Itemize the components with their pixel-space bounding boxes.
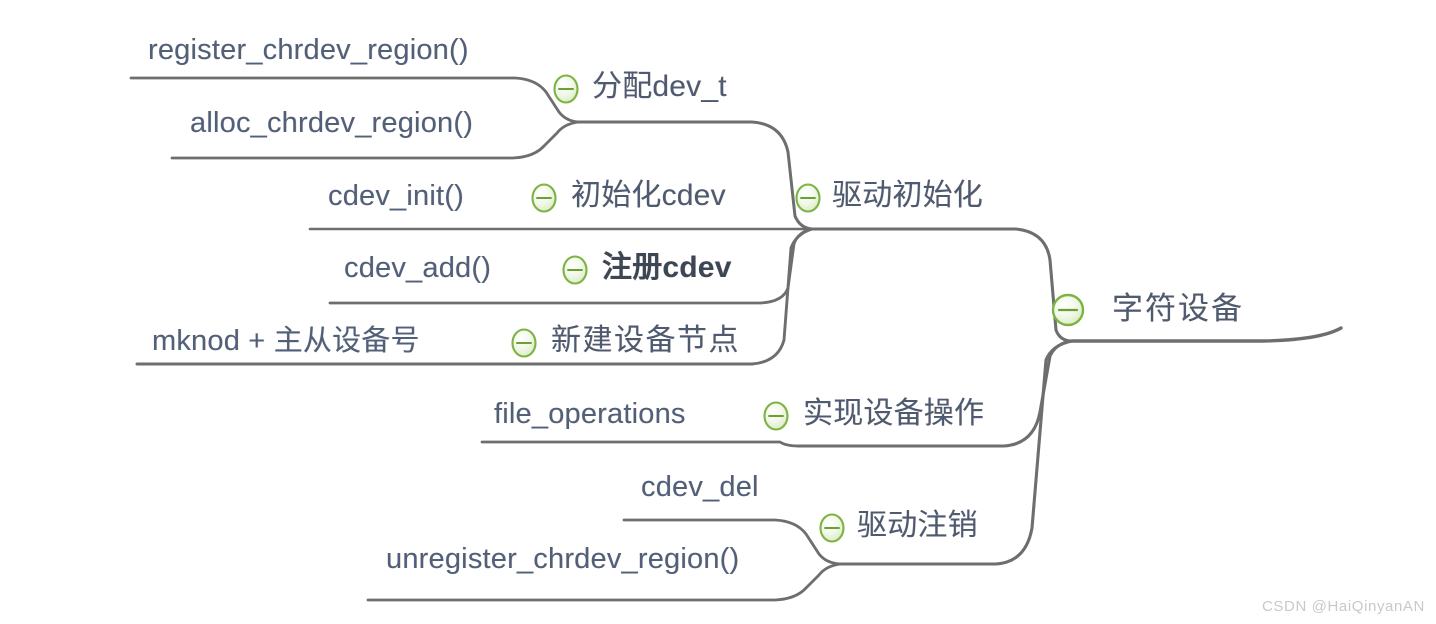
topic-label-register-cdev[interactable]: 注册cdev <box>602 251 732 284</box>
collapse-minus-icon-register-cdev[interactable] <box>562 255 588 285</box>
leaf-label-cdev-del[interactable]: cdev_del <box>641 471 759 503</box>
topic-label-driver-init[interactable]: 驱动初始化 <box>832 179 983 212</box>
collapse-minus-icon-new-device-node[interactable] <box>511 328 537 358</box>
topic-label-init-cdev[interactable]: 初始化cdev <box>571 179 726 212</box>
leaf-label-cdev-init[interactable]: cdev_init() <box>328 180 464 212</box>
topic-label-alloc-dev-t[interactable]: 分配dev_t <box>592 70 727 103</box>
collapse-minus-icon-driver-unregister[interactable] <box>819 513 845 543</box>
collapse-minus-icon-driver-init[interactable] <box>795 183 821 213</box>
root-node-label[interactable]: 字符设备 <box>1112 291 1244 326</box>
topic-label-new-device-node[interactable]: 新建设备节点 <box>551 324 740 357</box>
collapse-minus-icon-alloc-dev-t[interactable] <box>553 74 579 104</box>
csdn-watermark: CSDN @HaiQinyanAN <box>1262 598 1425 615</box>
collapse-minus-icon-device-operations[interactable] <box>763 401 789 431</box>
leaf-label-unregister-chrdev-region[interactable]: unregister_chrdev_region() <box>386 543 740 575</box>
leaf-label-file-operations[interactable]: file_operations <box>494 398 686 430</box>
collapse-minus-icon-init-cdev[interactable] <box>531 183 557 213</box>
leaf-label-register-chrdev-region[interactable]: register_chrdev_region() <box>148 34 469 66</box>
leaf-label-mknod-major-minor[interactable]: mknod + 主从设备号 <box>152 325 420 357</box>
collapse-icon-group <box>511 74 1085 543</box>
leaf-label-cdev-add[interactable]: cdev_add() <box>344 252 492 284</box>
topic-label-driver-unregister[interactable]: 驱动注销 <box>857 509 978 542</box>
collapse-minus-icon-root[interactable] <box>1051 293 1085 327</box>
leaf-label-alloc-chrdev-region[interactable]: alloc_chrdev_region() <box>190 107 474 139</box>
topic-label-device-operations[interactable]: 实现设备操作 <box>803 397 985 430</box>
